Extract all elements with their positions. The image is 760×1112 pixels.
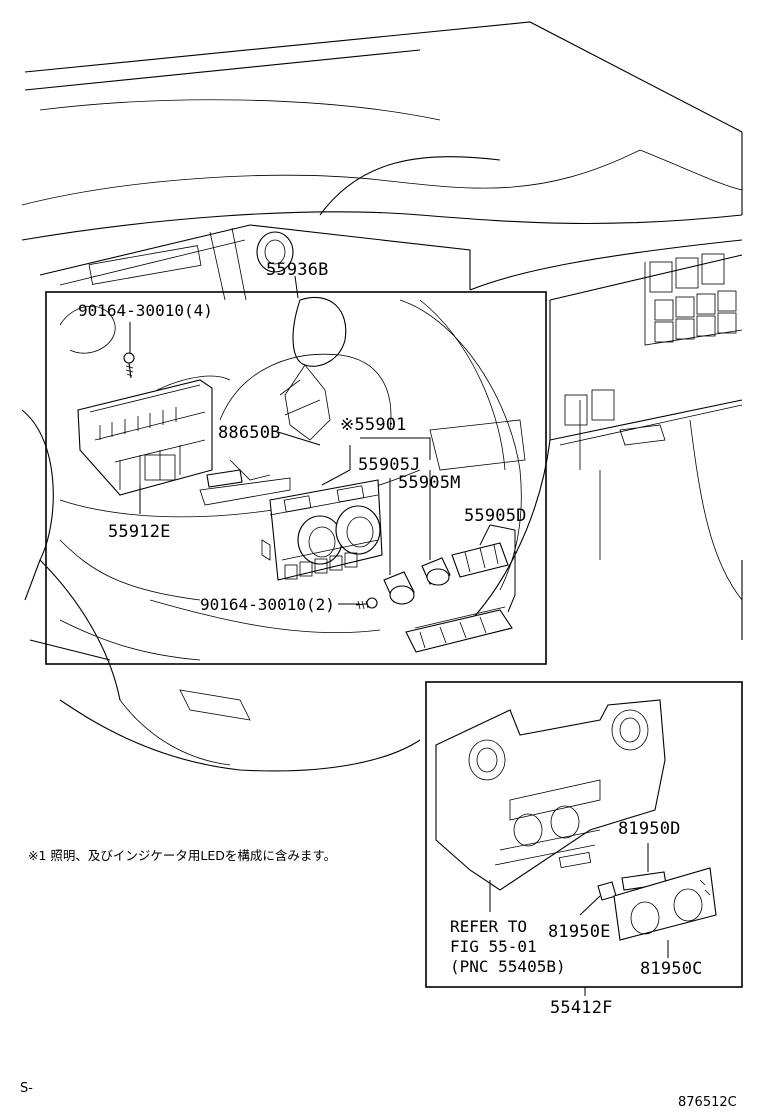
label-55901: ※55901 (340, 415, 407, 435)
label-90164-30010-2: 90164-30010(2) (200, 595, 335, 614)
screw-90164-4 (123, 352, 135, 379)
part-55912E-bracket (77, 379, 213, 496)
refer-line-2: FIG 55-01 (450, 937, 537, 956)
refer-line-3: (PNC 55405B) (450, 957, 566, 976)
label-55912E: 55912E (108, 522, 171, 542)
part-55412F-panel (435, 699, 666, 891)
refer-line-1: REFER TO (450, 917, 527, 936)
detail-box-upper (45, 291, 547, 665)
label-55905J: 55905J (358, 455, 421, 475)
part-88650B (199, 469, 291, 506)
switch-bar (405, 606, 513, 653)
label-55905D: 55905D (464, 506, 527, 526)
corner-left-mark: S- (20, 1081, 33, 1096)
label-55936B: 55936B (266, 260, 329, 280)
dashboard-outline (21, 21, 743, 772)
screw-90164-2 (355, 597, 378, 610)
label-81950C: 81950C (640, 959, 703, 979)
part-55901-control-unit (261, 479, 383, 581)
label-55412F: 55412F (550, 998, 613, 1018)
upper-box-background (59, 296, 526, 661)
label-81950D: 81950D (618, 819, 681, 839)
label-90164-30010-4: 90164-30010(4) (78, 301, 213, 320)
part-55905M-switch (421, 557, 451, 586)
leader-lines (129, 275, 669, 996)
illustration-code: 876512C (678, 1095, 737, 1110)
part-55905J-switch (383, 571, 415, 605)
label-81950E: 81950E (548, 922, 611, 942)
detail-box-lower (425, 681, 743, 988)
part-55905D-switch (451, 542, 509, 578)
part-81950C-plate (613, 867, 717, 941)
part-81950E (597, 881, 617, 901)
label-88650B: 88650B (218, 423, 281, 443)
label-55905M: 55905M (398, 473, 461, 493)
footnote: ※1 照明、及びインジケータ用LEDを構成に含みます。 (28, 848, 336, 863)
